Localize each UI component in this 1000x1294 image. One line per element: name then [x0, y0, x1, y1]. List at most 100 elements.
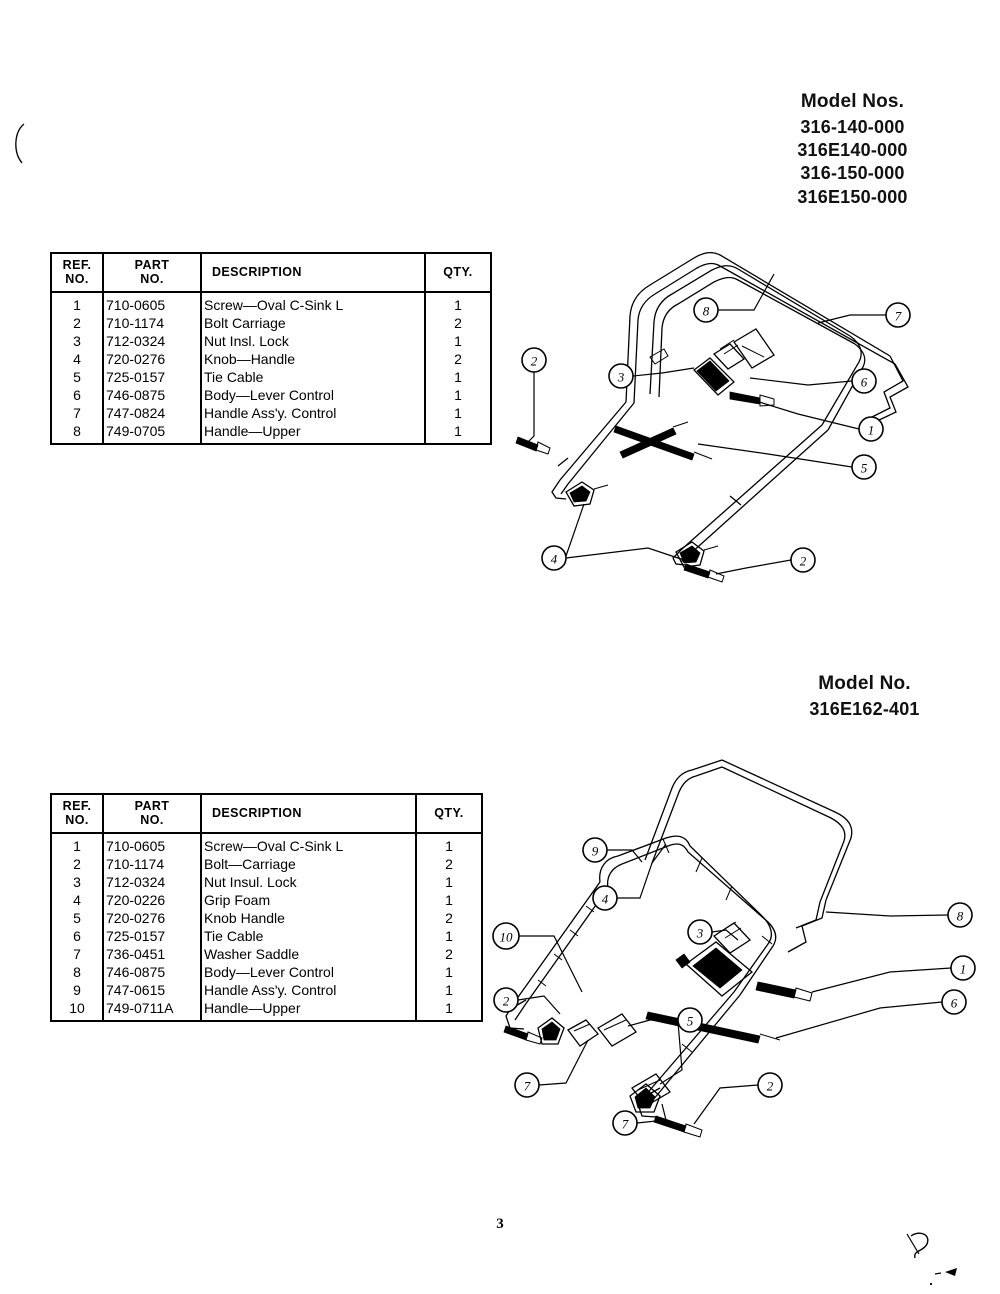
cell-qty: 2: [454, 315, 462, 331]
callout-label: 5: [687, 1014, 694, 1029]
table-header: REF. NO. PART NO. DESCRIPTION QTY.: [52, 795, 481, 834]
callout-bubble[interactable]: 1: [858, 416, 884, 442]
cell-description: Knob—Handle: [201, 350, 426, 368]
cell-qty: 1: [445, 928, 453, 944]
callout-circle: [790, 547, 816, 573]
callout-group-1: 8 7 2 3 6 1 5 4 2: [521, 297, 911, 573]
fastener-hardware: [515, 391, 775, 583]
cell-ref-no: 4: [52, 891, 104, 909]
cell-ref-no: 7: [52, 404, 104, 422]
cell-description: Body—Lever Control: [201, 963, 417, 981]
callout-circle: [592, 885, 618, 911]
callout-bubble[interactable]: 2: [493, 987, 519, 1013]
callout-bubble[interactable]: 3: [687, 919, 713, 945]
callout-label: 5: [861, 461, 868, 476]
cell-ref-no: 2: [52, 855, 104, 873]
model-heading-1-title: Model Nos.: [800, 91, 905, 112]
cell-description: Handle—Upper: [201, 422, 426, 443]
cell-description: Tie Cable: [201, 927, 417, 945]
model-number: 316-140-000: [800, 116, 905, 137]
callout-bubble[interactable]: 8: [947, 902, 973, 928]
callout-label: 3: [617, 370, 625, 385]
diagram-2-svg: 9 4 8 3 10 1 6 2 5 7 2 7: [492, 759, 976, 1138]
callout-circle: [851, 368, 877, 394]
callout-bubble[interactable]: 7: [612, 1110, 638, 1136]
callout-label: 7: [895, 309, 902, 324]
leader-lines: [525, 273, 886, 575]
callout-circle: [612, 1110, 638, 1136]
callout-circle: [521, 347, 547, 373]
table-header-row: REF. NO. PART NO. DESCRIPTION QTY.: [52, 795, 481, 834]
page-number: 3: [496, 1216, 504, 1232]
callout-bubble[interactable]: 5: [851, 454, 877, 480]
cell-qty: 1: [454, 333, 462, 349]
callout-circle: [582, 837, 608, 863]
control-lever-body: [693, 328, 775, 396]
callout-bubble[interactable]: 9: [582, 837, 608, 863]
cell-description: Grip Foam: [201, 891, 417, 909]
cell-ref-no: 9: [52, 981, 104, 999]
fastener-hardware: [503, 953, 813, 1138]
callout-bubble[interactable]: 3: [608, 363, 634, 389]
callout-bubble[interactable]: 10: [492, 922, 520, 950]
cell-ref-no: 5: [52, 909, 104, 927]
callout-bubble[interactable]: 5: [677, 1007, 703, 1033]
callout-bubble[interactable]: 2: [757, 1072, 783, 1098]
cell-qty: 2: [445, 910, 453, 926]
ref-no-line-1: REF.: [62, 258, 92, 272]
part-no-line-1: PART: [134, 258, 170, 272]
callout-label: 2: [800, 554, 807, 569]
callout-bubble[interactable]: 6: [851, 368, 877, 394]
cell-ref-no: 6: [52, 386, 104, 404]
column-header-part-no: PART NO.: [103, 254, 202, 293]
cell-part-no: 710-1174: [103, 855, 202, 873]
cell-part-no: 725-0157: [103, 368, 202, 386]
callout-label: 2: [503, 994, 510, 1009]
model-heading-2: Model No. 316E162-401: [752, 672, 977, 721]
cell-part-no: 720-0276: [103, 350, 202, 368]
callout-bubble[interactable]: 1: [950, 955, 976, 981]
handle-upper-tubes: [599, 759, 853, 996]
callout-bubble[interactable]: 8: [693, 297, 719, 323]
cell-ref-no: 1: [52, 833, 104, 855]
callout-bubble[interactable]: 2: [790, 547, 816, 573]
cell-description: Screw—Oval C-Sink L: [201, 292, 426, 314]
callout-bubble[interactable]: 2: [521, 347, 547, 373]
callout-bubble[interactable]: 7: [885, 302, 911, 328]
cell-qty: 1: [454, 405, 462, 421]
leader-lines: [517, 843, 952, 1125]
callout-label: 1: [868, 423, 875, 438]
cell-qty: 1: [445, 964, 453, 980]
model-number: 316-150-000: [800, 163, 905, 184]
cell-ref-no: 7: [52, 945, 104, 963]
cell-ref-no: 1: [52, 292, 104, 314]
cell-ref-no: 3: [52, 873, 104, 891]
callout-bubble[interactable]: 7: [514, 1072, 540, 1098]
callout-label: 7: [524, 1079, 531, 1094]
cell-part-no: 749-0711A: [103, 999, 202, 1020]
cell-ref-no: 10: [52, 999, 104, 1020]
cell-part-no: 725-0157: [103, 927, 202, 945]
part-no-line-2: NO.: [140, 813, 164, 827]
cell-ref-no: 8: [52, 422, 104, 443]
ref-no-line-2: NO.: [65, 272, 89, 286]
scan-artifact-arc: [8, 122, 38, 171]
callout-bubble[interactable]: 6: [941, 989, 967, 1015]
callout-bubble[interactable]: 4: [592, 885, 618, 911]
ref-no-line-2: NO.: [65, 813, 89, 827]
callout-bubble[interactable]: 4: [541, 545, 567, 571]
callout-circle: [541, 545, 567, 571]
callout-label: 6: [951, 996, 958, 1011]
cell-qty: 2: [445, 856, 453, 872]
